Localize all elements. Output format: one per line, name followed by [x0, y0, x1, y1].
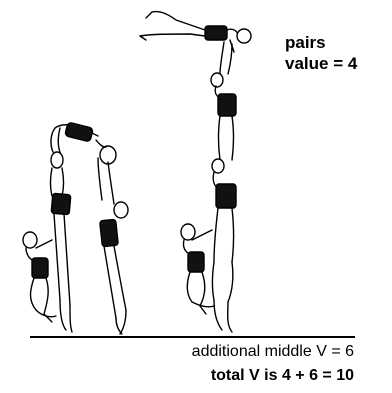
left-right-person [98, 158, 128, 334]
left-pyramid-group [23, 122, 128, 334]
value-label: value = 4 [285, 54, 357, 74]
additional-middle-label: additional middle V = 6 [192, 342, 354, 362]
divider-rule [30, 336, 355, 338]
right-top-flyer [140, 11, 251, 52]
right-level-2 [211, 42, 236, 160]
right-kneeling-spotter [181, 224, 214, 314]
left-kneeling-base [23, 232, 56, 322]
right-level-3 [212, 159, 236, 262]
right-level-4-base [213, 262, 233, 332]
total-label: total V is 4 + 6 = 10 [211, 366, 354, 386]
left-middle-person [51, 152, 73, 332]
right-column-group [140, 11, 251, 332]
pairs-label: pairs [285, 33, 326, 53]
